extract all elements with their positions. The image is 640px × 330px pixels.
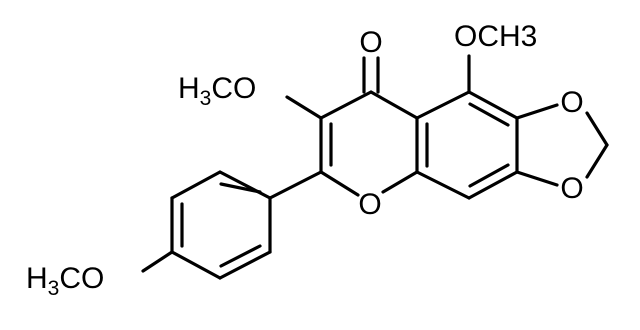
bond-c2-aryl xyxy=(268,170,323,200)
bond-c6-o-top xyxy=(515,103,559,120)
bond-c8-c8a xyxy=(415,170,471,200)
bond-c7-c8 xyxy=(467,170,519,200)
bond-c5-c6 xyxy=(467,90,519,120)
bond-o1-c2 xyxy=(319,170,360,197)
bond-b5-b6 xyxy=(218,250,272,280)
bond-c3-c4 xyxy=(319,90,373,120)
ring-oxygen-label: O xyxy=(358,188,381,221)
bond-o-bottom-c7 xyxy=(515,170,559,187)
bond-c7-c8-inner xyxy=(468,163,510,188)
bond-aryl-ome xyxy=(141,250,174,273)
bond-b2-b3 xyxy=(170,170,222,200)
bond-c4-c4a xyxy=(369,90,419,120)
bond-o-top-ch2 xyxy=(585,111,609,147)
bond-b1-b2-inner xyxy=(219,182,262,194)
dioxole-oxygen-top-label: O xyxy=(560,86,583,119)
dioxole-oxygen-bottom-label: O xyxy=(560,172,583,205)
bond-c8a-o1 xyxy=(381,170,419,194)
aryl-methoxy-label: H3CO xyxy=(26,262,104,300)
bond-b1-b2 xyxy=(218,170,272,200)
bond-b5-b6-inner xyxy=(219,244,262,268)
c8-methoxy-label: OCH3 xyxy=(454,20,537,53)
bond-b4-b5 xyxy=(170,250,222,280)
bond-c4a-c5 xyxy=(415,90,471,120)
c3-methoxy-label: H3CO xyxy=(178,72,256,110)
bond-c3-ome xyxy=(285,95,323,120)
bond-c5-c6-inner xyxy=(468,102,510,127)
carbonyl-oxygen-label: O xyxy=(359,26,382,59)
bond-ch2-o-bottom xyxy=(585,143,609,179)
